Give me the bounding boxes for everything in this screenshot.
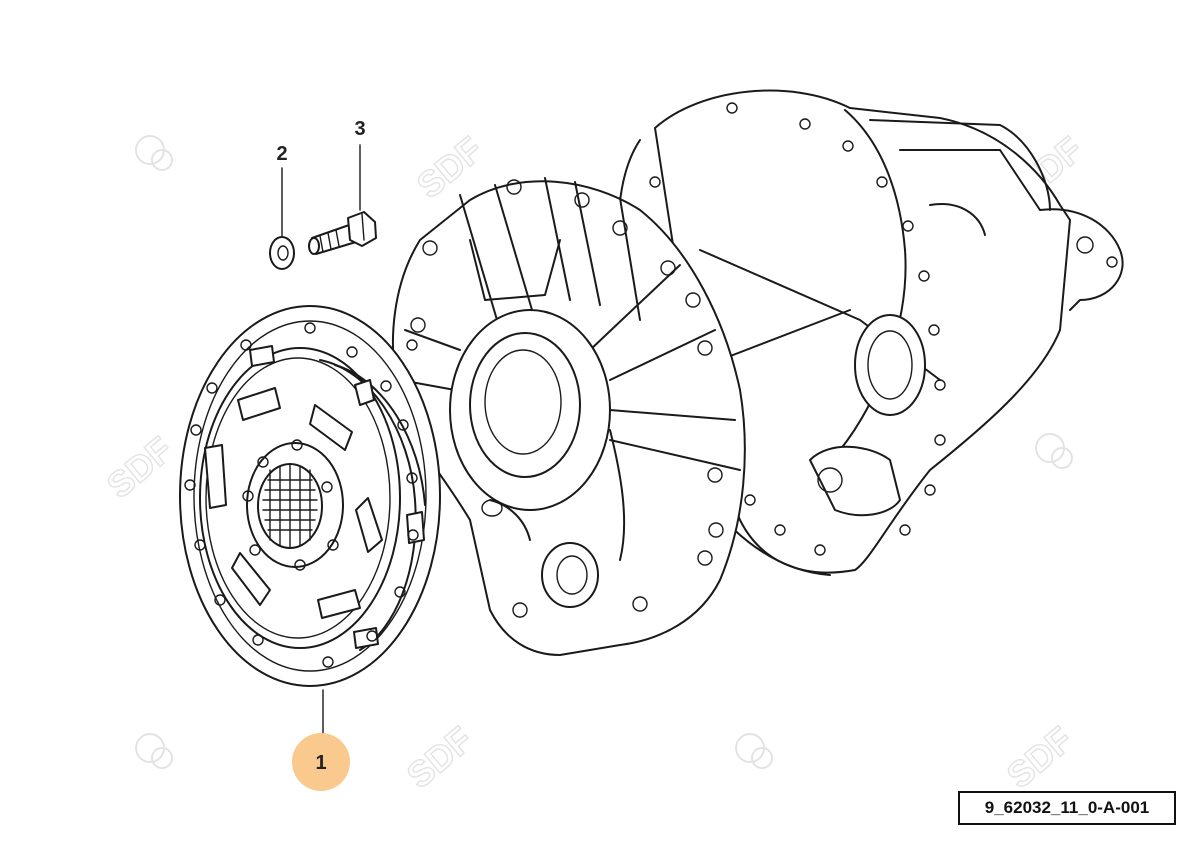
flange-bolt-holes	[406, 179, 724, 618]
washer[interactable]	[269, 236, 295, 270]
callout-1-highlight	[292, 733, 350, 791]
watermark-logo-icon	[135, 733, 173, 769]
watermark-logo-icon	[735, 733, 773, 769]
leader-lines	[281, 144, 361, 738]
clutch-disc[interactable]	[179, 305, 441, 687]
watermark-text: SDF	[99, 428, 181, 506]
watermark-logo-icon	[135, 135, 173, 171]
hub-bolt-holes	[242, 439, 339, 571]
hub-splines	[262, 464, 318, 549]
reference-code-label: 9_62032_11_0-A-001	[958, 791, 1176, 825]
gearbox-housing	[617, 89, 1124, 576]
callout-2[interactable]: 2	[276, 143, 287, 165]
watermark-text: SDF	[999, 718, 1081, 796]
watermark-text: SDF	[399, 718, 481, 796]
callout-3[interactable]: 3	[354, 118, 365, 140]
clutch-housing	[392, 177, 746, 656]
callout-1[interactable]: 1	[315, 752, 326, 774]
watermark-logo-icon	[1035, 433, 1073, 469]
bolt[interactable]	[308, 211, 377, 255]
rim-holes	[184, 322, 419, 668]
